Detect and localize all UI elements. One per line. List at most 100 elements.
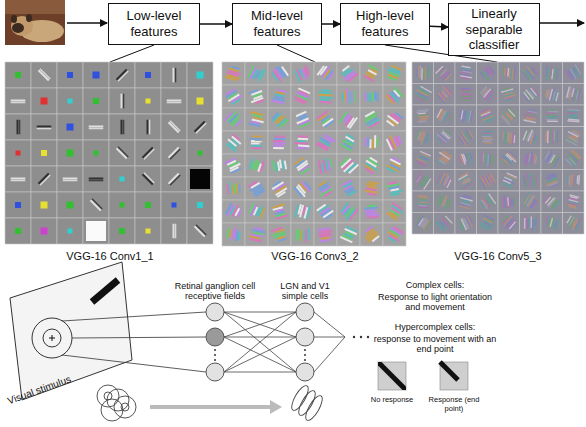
filter-part — [521, 63, 540, 82]
filter-cell — [5, 62, 31, 88]
filter-part — [522, 93, 530, 103]
filter-part — [545, 89, 548, 97]
filter-part — [502, 196, 504, 208]
filter-cell — [135, 62, 161, 88]
filter-cell — [412, 62, 434, 84]
filter-cell — [337, 131, 360, 154]
filter-part — [521, 192, 540, 211]
filter-part — [273, 135, 286, 149]
filter-part — [317, 89, 333, 103]
filter-cell — [337, 85, 360, 108]
filter-part — [316, 110, 328, 119]
filter-part — [38, 173, 50, 185]
filter-part — [194, 225, 206, 237]
filter-part — [38, 69, 50, 81]
filter-cell — [187, 88, 213, 114]
filter-grid — [222, 62, 406, 246]
leader-line — [277, 45, 315, 62]
filter-part — [123, 120, 125, 135]
filter-cell — [541, 84, 563, 106]
filter-part — [436, 133, 446, 143]
filter-part — [338, 155, 359, 176]
filter-part — [544, 86, 560, 102]
filter-part — [248, 88, 266, 106]
filter-part — [457, 194, 474, 210]
filter-part — [226, 227, 241, 242]
filter-cell — [498, 148, 520, 170]
filter-part — [501, 87, 517, 103]
filter-cell — [222, 108, 245, 131]
filter-part — [273, 180, 281, 186]
filter-part — [252, 147, 262, 149]
filter-part — [549, 132, 551, 142]
filter-cell — [477, 62, 499, 84]
filter-part — [416, 65, 429, 80]
filter-part — [91, 198, 102, 209]
filter-part — [457, 172, 474, 189]
filter-part — [386, 167, 396, 173]
filter-part — [372, 139, 374, 149]
filter-cell — [31, 218, 57, 244]
filter-part — [434, 127, 452, 145]
filter-cell — [57, 192, 83, 218]
filter-part — [436, 171, 453, 189]
filter-part — [554, 132, 556, 141]
filter-part — [248, 202, 266, 219]
filter-cell — [222, 62, 245, 85]
filter-part — [460, 172, 469, 178]
filter-part — [513, 197, 515, 205]
filter-part — [225, 203, 232, 215]
filter-part — [423, 68, 425, 79]
filter-cell — [57, 140, 83, 166]
filter-part — [501, 115, 510, 125]
filter-cell — [360, 177, 383, 200]
filter-part — [385, 156, 403, 174]
filter-part — [294, 111, 312, 129]
filter-cell — [434, 148, 456, 170]
filter-part — [11, 178, 26, 182]
filter-part — [121, 120, 125, 135]
filter-cell — [291, 154, 314, 177]
filter-part — [416, 97, 425, 103]
filter-part — [41, 202, 48, 209]
filter-part — [436, 108, 442, 117]
filter-part — [462, 97, 472, 99]
filter-part — [251, 142, 260, 144]
filter-cell — [222, 131, 245, 154]
filter-cell — [222, 154, 245, 177]
filter-part — [479, 171, 496, 189]
filter-part — [522, 128, 539, 145]
filter-part — [225, 88, 235, 96]
filter-part — [385, 94, 394, 104]
filter-cell — [57, 62, 83, 88]
dog-photo — [5, 0, 65, 45]
filter-part — [67, 150, 74, 157]
filter-part — [385, 64, 402, 81]
filter-cell — [412, 213, 434, 235]
filter-cell — [109, 114, 135, 140]
filter-part — [316, 143, 329, 151]
filter-cell — [563, 148, 585, 170]
filter-part — [565, 214, 583, 232]
filter-cell — [383, 223, 406, 246]
filter-part — [226, 181, 241, 194]
filter-part — [547, 117, 557, 119]
filter-part — [168, 173, 181, 186]
filter-part — [63, 180, 78, 182]
filter-cell — [360, 154, 383, 177]
filter-part — [296, 230, 298, 241]
filter-part — [482, 134, 490, 136]
filter-part — [552, 132, 554, 144]
filter-part — [365, 167, 374, 174]
filter-part — [173, 224, 177, 239]
filter-part — [523, 175, 526, 188]
filter-part — [418, 119, 427, 121]
filter-part — [224, 133, 243, 152]
filter-cell — [245, 200, 268, 223]
filter-part — [63, 178, 78, 180]
flow-arrow — [430, 25, 448, 27]
filter-part — [369, 93, 371, 102]
filter-cell — [291, 177, 314, 200]
filter-part — [367, 138, 369, 146]
